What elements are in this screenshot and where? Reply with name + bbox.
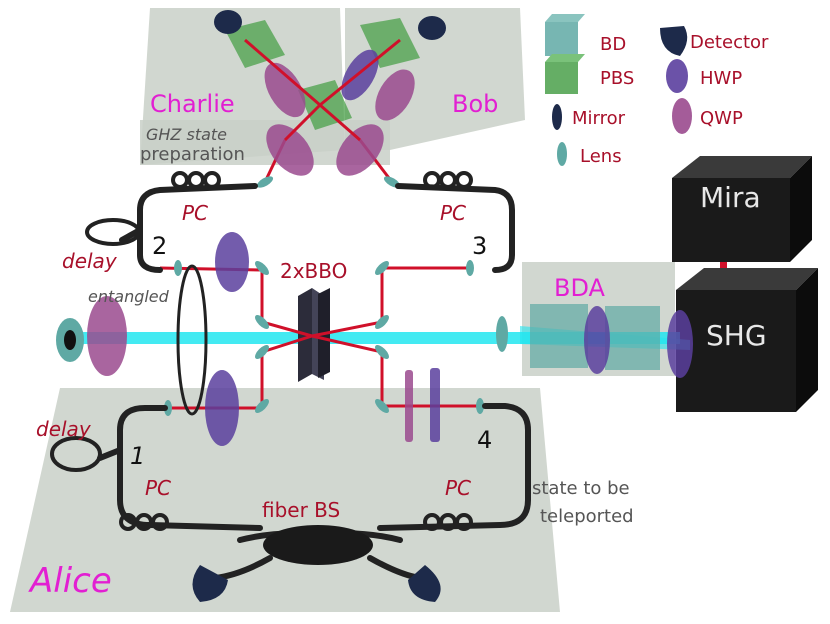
legend-mirror-label: Mirror bbox=[572, 108, 626, 129]
legend-bd-icon bbox=[545, 14, 585, 56]
label-fiber-bs: fiber BS bbox=[262, 498, 340, 522]
legend-bd-label: BD bbox=[600, 34, 626, 55]
legend-hwp-icon bbox=[666, 59, 688, 93]
label-teleport-line1: state to be bbox=[532, 478, 630, 499]
legend-lens-icon bbox=[557, 142, 567, 166]
legend-hwp-label: HWP bbox=[700, 68, 742, 89]
pump-qwp bbox=[87, 296, 127, 376]
label-port-2: 2 bbox=[152, 232, 167, 260]
legend-detector-label: Detector bbox=[690, 32, 769, 53]
detector-left bbox=[192, 565, 228, 602]
label-ghz-line1: GHZ state bbox=[146, 125, 227, 144]
label-bob: Bob bbox=[452, 90, 498, 118]
path-mirrors bbox=[164, 176, 484, 416]
legend: BD PBS Mirror Lens Detector HWP QWP bbox=[545, 14, 769, 167]
mira-box bbox=[672, 156, 812, 262]
label-delay-top: delay bbox=[62, 249, 118, 273]
legend-lens-label: Lens bbox=[580, 146, 622, 167]
label-pc-bottom-left: PC bbox=[145, 476, 171, 500]
pump-mirror-center bbox=[64, 330, 76, 350]
pc-coils bbox=[119, 171, 473, 531]
label-pc-bottom-right: PC bbox=[445, 476, 471, 500]
delay-loop-top bbox=[85, 218, 141, 246]
legend-pbs-icon bbox=[545, 54, 585, 94]
label-port-3: 3 bbox=[472, 232, 487, 260]
label-shg: SHG bbox=[706, 319, 767, 352]
hwp-upper-left bbox=[215, 232, 249, 292]
legend-detector-icon bbox=[660, 26, 688, 56]
bda-optics bbox=[496, 304, 693, 378]
entangled-loop bbox=[176, 264, 208, 416]
hwp-lower-left bbox=[205, 370, 239, 446]
legend-pbs-label: PBS bbox=[600, 68, 634, 89]
legend-mirror-icon bbox=[552, 104, 562, 130]
label-bda: BDA bbox=[554, 274, 606, 302]
label-entangled: entangled bbox=[88, 287, 170, 306]
label-port-1: 1 bbox=[130, 442, 145, 470]
fiber-bs bbox=[263, 525, 373, 565]
label-ghz-line2: preparation bbox=[140, 144, 245, 165]
ghz-optics bbox=[214, 10, 446, 176]
shg-box bbox=[676, 268, 818, 412]
label-teleport-line2: teleported bbox=[540, 506, 634, 527]
ghz-beams bbox=[244, 38, 401, 142]
hwp-lower-right bbox=[430, 368, 440, 442]
detector-right bbox=[408, 565, 441, 602]
label-bbo: 2xBBO bbox=[280, 259, 347, 283]
qwp-lower-right bbox=[405, 370, 413, 442]
label-alice: Alice bbox=[28, 561, 112, 601]
ghz-panel bbox=[140, 120, 390, 165]
alice-panel bbox=[10, 388, 560, 612]
legend-qwp-label: QWP bbox=[700, 108, 743, 129]
label-delay-bottom: delay bbox=[36, 417, 92, 441]
label-pc-top-left: PC bbox=[182, 201, 208, 225]
delay-loop-bottom bbox=[50, 436, 102, 472]
legend-qwp-icon bbox=[672, 98, 692, 134]
label-mira: Mira bbox=[700, 181, 761, 214]
label-pc-top-right: PC bbox=[440, 201, 466, 225]
label-charlie: Charlie bbox=[150, 90, 235, 118]
label-port-4: 4 bbox=[477, 426, 492, 454]
